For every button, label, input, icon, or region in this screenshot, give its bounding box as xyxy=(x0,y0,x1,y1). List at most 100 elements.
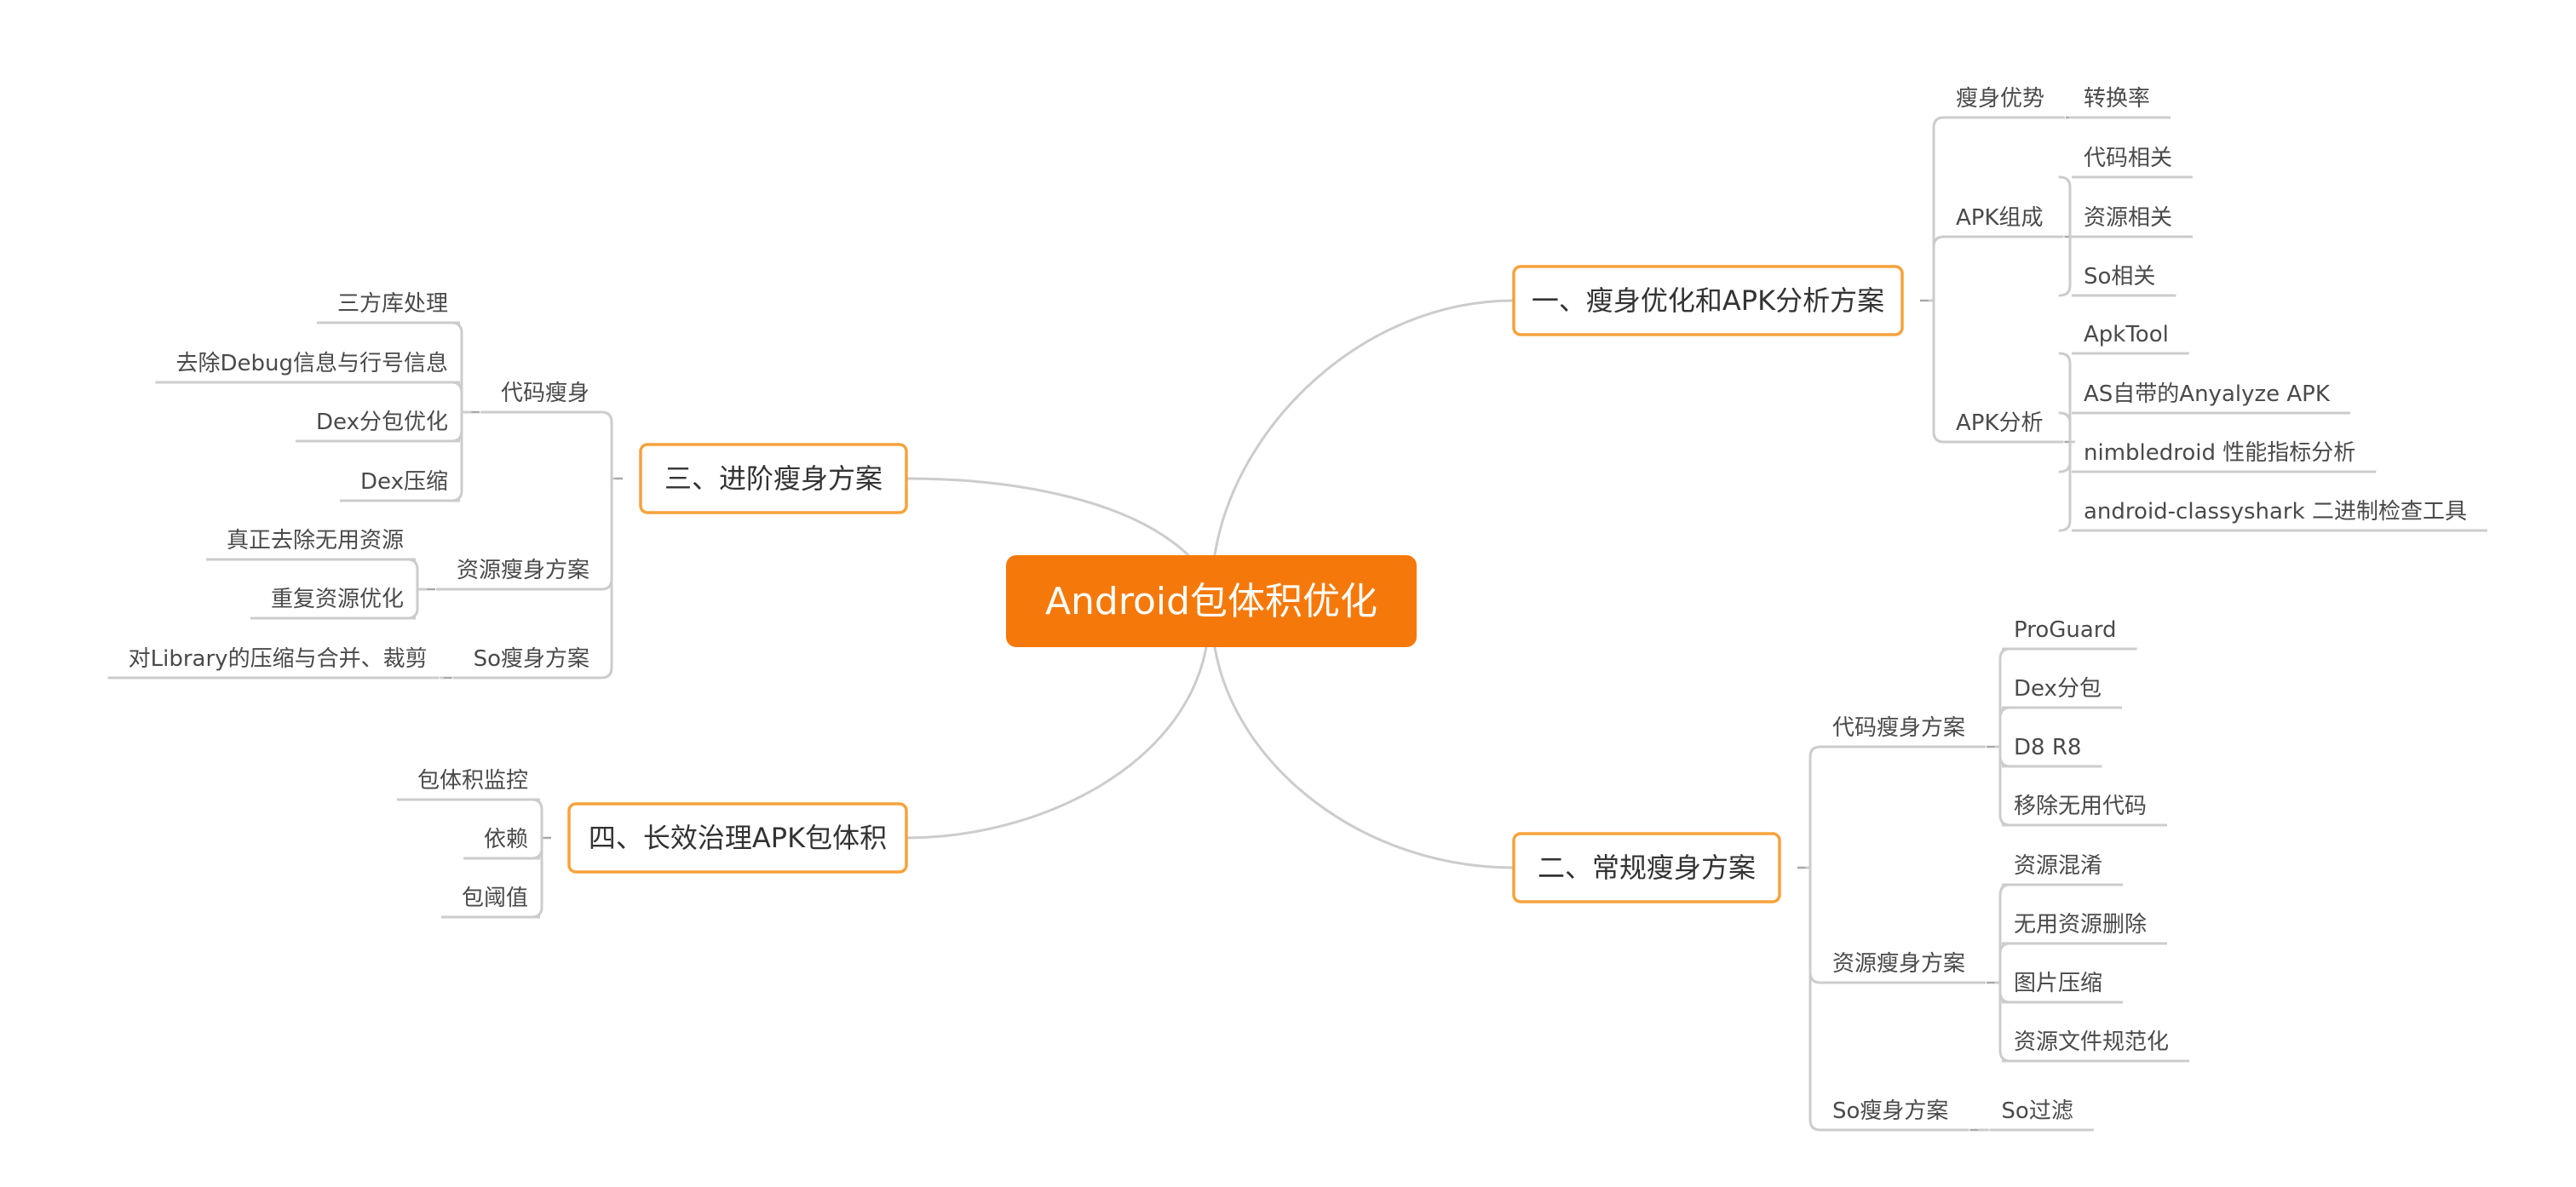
branch-2-sub-2-leaf-2[interactable]: 无用资源删除 xyxy=(2002,912,2168,945)
branch-node-4-label: 四、长效治理APK包体积 xyxy=(589,822,887,854)
branch-4-leaf-1-label: 包体积监控 xyxy=(417,768,528,794)
branch-node-3-label: 三、进阶瘦身方案 xyxy=(664,462,883,495)
branch-1-sub-3-leaf-2-label: AS自带的Anyalyze APK xyxy=(2084,381,2331,407)
branch-3-sub-1-bracket-curve-2 xyxy=(450,410,463,443)
branch-3-sub-1-leaf-4[interactable]: Dex压缩 xyxy=(340,469,460,502)
branch-3-sub-2[interactable]: 资源瘦身方案 xyxy=(435,558,601,591)
branch-1-sub-2-leaf-2[interactable]: 资源相关 xyxy=(2072,205,2194,238)
branch-1-sub-2-label: APK组成 xyxy=(1956,205,2044,231)
branch-2-sub-3[interactable]: So瘦身方案 xyxy=(1820,1098,1969,1132)
branch-1-sub-2-leaf-2-label: 资源相关 xyxy=(2084,205,2172,231)
branch-3-sub-1-label: 代码瘦身 xyxy=(501,381,589,406)
branch-3-bracket-curve-2 xyxy=(600,477,613,680)
branch-1-sub-2-bracket-curve-0 xyxy=(2058,175,2072,238)
branch-1-sub-3[interactable]: APK分析 xyxy=(1944,410,2064,444)
branch-1-sub-3-leaf-1[interactable]: ApkTool xyxy=(2072,322,2189,355)
branch-1-bracket-curve-0 xyxy=(1932,116,1946,302)
branch-2-sub-1-bracket-curve-1 xyxy=(1998,706,2012,748)
branch-3-sub-1-leaf-3[interactable]: Dex分包优化 xyxy=(296,410,460,443)
branch-2-sub-2-leaf-1[interactable]: 资源混淆 xyxy=(2002,853,2124,886)
branch-3-sub-1-leaf-2-label: 去除Debug信息与行号信息 xyxy=(175,351,448,376)
branch-2-bracket-curve-2 xyxy=(1808,866,1822,1132)
branch-3-sub-2-leaf-1-label: 真正去除无用资源 xyxy=(227,528,404,553)
branch-2-sub-1[interactable]: 代码瘦身方案 xyxy=(1820,715,1987,748)
branch-1-bracket-curve-1 xyxy=(1932,235,1946,302)
branch-node-1-label: 一、瘦身优化和APK分析方案 xyxy=(1532,284,1884,317)
branch-1-sub-3-bracket-curve-1 xyxy=(2058,411,2072,444)
branch-4-bracket-curve-1 xyxy=(530,836,543,860)
branch-1-bracket-curve-2 xyxy=(1932,299,1946,444)
branch-3-sub-1-bracket-curve-1 xyxy=(450,381,463,414)
branch-1-sub-3-leaf-3[interactable]: nimbledroid 性能指标分析 xyxy=(2072,440,2377,473)
branch-node-4-box xyxy=(567,802,908,874)
branch-3-sub-1[interactable]: 代码瘦身 xyxy=(480,381,601,414)
branch-1-sub-3-bracket-curve-0 xyxy=(2058,352,2072,444)
branch-1-sub-2[interactable]: APK组成 xyxy=(1944,205,2064,238)
branch-2-sub-2-bracket-curve-2 xyxy=(1998,981,2012,1004)
branch-4-bracket-curve-0 xyxy=(530,798,543,840)
branch-node-3[interactable]: 三、进阶瘦身方案 xyxy=(639,443,908,514)
branch-node-4[interactable]: 四、长效治理APK包体积 xyxy=(567,802,908,874)
branch-1-sub-3-leaf-4[interactable]: android-classyshark 二进制检查工具 xyxy=(2072,499,2487,532)
branch-3-sub-2-leaf-2-label: 重复资源优化 xyxy=(271,587,404,612)
branch-2-sub-3-leaf-1-label: So过滤 xyxy=(2001,1098,2073,1124)
root-node-box xyxy=(1006,555,1417,647)
branch-2-sub-1-leaf-2[interactable]: Dex分包 xyxy=(2002,676,2122,709)
root-node-label: Android包体积优化 xyxy=(1045,580,1377,623)
branch-2-sub-1-leaf-4[interactable]: 移除无用代码 xyxy=(2002,794,2168,827)
branch-4-bracket-curve-2 xyxy=(530,836,543,919)
branch-1-sub-2-leaf-1[interactable]: 代码相关 xyxy=(2072,146,2194,179)
branch-1-sub-2-bracket-curve-2 xyxy=(2058,235,2072,297)
branch-3-sub-2-leaf-1[interactable]: 真正去除无用资源 xyxy=(205,528,416,561)
branch-2-sub-1-leaf-3[interactable]: D8 R8 xyxy=(2002,735,2102,768)
branch-3-sub-2-leaf-2[interactable]: 重复资源优化 xyxy=(250,587,416,620)
root-to-branch-3 xyxy=(905,477,1190,557)
root-to-branch-2 xyxy=(1213,645,1515,869)
branch-3-sub-3-label: So瘦身方案 xyxy=(474,646,589,672)
branch-2-sub-1-bracket-curve-2 xyxy=(1998,745,2012,768)
branch-3-sub-2-bracket-curve-0 xyxy=(405,558,419,591)
branch-4-leaf-2[interactable]: 依赖 xyxy=(463,827,540,860)
branch-2-sub-2-bracket-curve-1 xyxy=(1998,942,2012,984)
branch-node-2-box xyxy=(1512,832,1781,903)
branch-3-sub-1-bracket-curve-3 xyxy=(450,410,463,502)
branch-2-sub-1-bracket-curve-3 xyxy=(1998,745,2012,827)
branch-2-sub-2-bracket-curve-3 xyxy=(1998,981,2012,1063)
branch-4-leaf-2-label: 依赖 xyxy=(484,827,528,852)
branch-4-leaf-1[interactable]: 包体积监控 xyxy=(396,768,540,801)
branch-4-leaf-3[interactable]: 包阈值 xyxy=(440,886,540,919)
branch-1-sub-2-leaf-3[interactable]: So相关 xyxy=(2072,264,2176,297)
branch-3-sub-3-leaf-1[interactable]: 对Library的压缩与合并、裁剪 xyxy=(107,646,440,680)
branch-node-1-box xyxy=(1512,265,1904,336)
branch-1-sub-1-leaf-1[interactable]: 转换率 xyxy=(2072,86,2171,119)
branch-3-sub-1-leaf-1[interactable]: 三方库处理 xyxy=(316,291,460,324)
branch-2-sub-2-leaf-4[interactable]: 资源文件规范化 xyxy=(2002,1029,2190,1063)
branch-2-bracket-curve-1 xyxy=(1808,866,1822,984)
branch-1-sub-1[interactable]: 瘦身优势 xyxy=(1944,86,2066,119)
branch-4-leaf-3-label: 包阈值 xyxy=(462,886,528,911)
branch-2-sub-1-leaf-1[interactable]: ProGuard xyxy=(2002,617,2137,651)
branch-2-sub-1-leaf-4-label: 移除无用代码 xyxy=(2014,794,2147,819)
branch-2-sub-3-leaf-1[interactable]: So过滤 xyxy=(1989,1098,2094,1132)
branch-3-sub-1-leaf-2[interactable]: 去除Debug信息与行号信息 xyxy=(155,351,460,384)
branch-3-sub-1-leaf-4-label: Dex压缩 xyxy=(360,469,448,495)
branch-1-sub-2-leaf-1-label: 代码相关 xyxy=(2084,146,2172,171)
branch-node-1[interactable]: 一、瘦身优化和APK分析方案 xyxy=(1512,265,1904,336)
branch-2-sub-2[interactable]: 资源瘦身方案 xyxy=(1820,951,1987,984)
branch-1-sub-3-leaf-3-label: nimbledroid 性能指标分析 xyxy=(2084,440,2355,466)
branch-node-2[interactable]: 二、常规瘦身方案 xyxy=(1512,832,1781,903)
branch-3-sub-3[interactable]: So瘦身方案 xyxy=(452,646,601,680)
branch-3-sub-2-bracket-curve-1 xyxy=(405,588,419,620)
branch-2-bracket-curve-0 xyxy=(1808,745,1822,869)
branch-2-sub-2-leaf-1-label: 资源混淆 xyxy=(2014,853,2102,879)
root-node[interactable]: Android包体积优化 xyxy=(1006,555,1417,647)
branch-2-sub-1-leaf-1-label: ProGuard xyxy=(2014,617,2117,643)
branch-1-sub-1-leaf-1-label: 转换率 xyxy=(2084,86,2150,112)
branch-node-3-box xyxy=(639,443,908,514)
root-to-branch-4 xyxy=(905,645,1208,840)
branch-2-sub-1-label: 代码瘦身方案 xyxy=(1832,715,1965,741)
branch-1-sub-3-leaf-2[interactable]: AS自带的Anyalyze APK xyxy=(2072,381,2350,415)
branch-1-sub-3-leaf-1-label: ApkTool xyxy=(2084,322,2169,347)
branch-2-sub-2-leaf-3[interactable]: 图片压缩 xyxy=(2002,971,2124,1004)
